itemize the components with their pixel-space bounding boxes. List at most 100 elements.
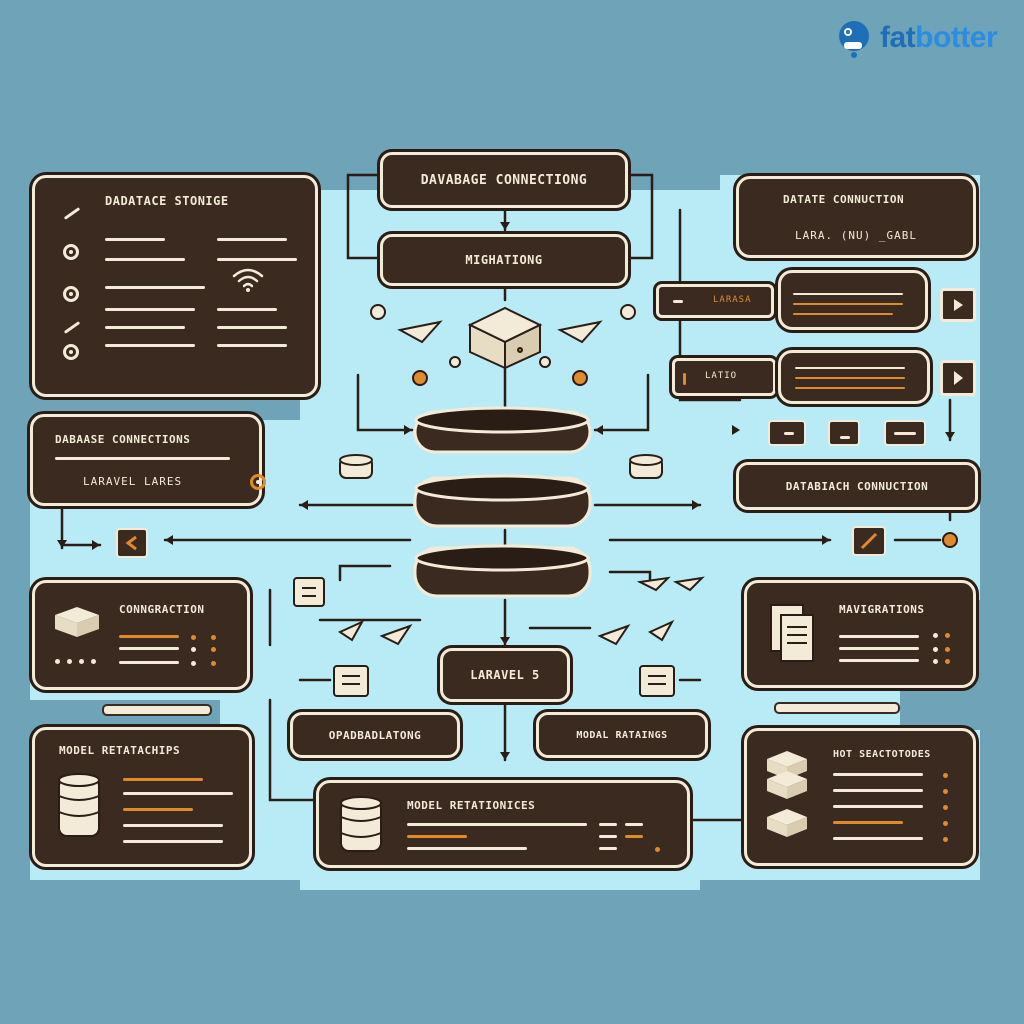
arrowhead — [692, 500, 700, 510]
data-connection-panel: DATATE CONNUCTION LARA. (NU) _GABL — [736, 176, 976, 258]
connector — [338, 564, 392, 582]
arrowhead — [595, 425, 603, 435]
play-chip — [940, 360, 976, 396]
connector — [678, 208, 742, 402]
migrations-pill: MIGHATIONG — [380, 234, 628, 286]
node-dot — [572, 370, 588, 386]
migrations-panel: MAVIGRATIONS — [744, 580, 976, 688]
model-relationships-bottom-panel: MODEL RETATIONICES — [316, 780, 690, 868]
arrowhead — [92, 540, 100, 550]
arrowhead — [500, 222, 510, 230]
panel-subtitle: LARA. (NU) _GABL — [795, 229, 917, 242]
arrowhead — [822, 535, 830, 545]
node-dot — [620, 304, 636, 320]
robot-icon — [839, 21, 869, 58]
arrowhead — [945, 432, 955, 440]
connector — [346, 173, 382, 260]
pill-label: OPADBADLATONG — [328, 728, 422, 742]
plane-icon — [557, 320, 603, 344]
panel-title: HOT SEACTOTODES — [833, 749, 931, 760]
bar-label: LATIO — [705, 371, 738, 381]
connector — [626, 173, 654, 260]
plane-icon — [647, 619, 675, 642]
node-dot — [412, 370, 428, 386]
status-bar-1: LARASA — [656, 284, 774, 318]
document-icon — [333, 665, 369, 697]
server-cubes-icon — [767, 751, 807, 799]
bar-label: LARASA — [713, 295, 752, 305]
panel-title: DADATACE STONIGE — [105, 194, 229, 208]
status-row-panel-1 — [778, 270, 928, 330]
panel-title: MODEL RETATIONICES — [407, 799, 536, 812]
documents-icon — [770, 604, 814, 662]
configuration-panel: CONNGRACTION — [32, 580, 250, 690]
chip — [828, 420, 860, 446]
back-chip — [116, 528, 148, 558]
arrowhead — [732, 425, 740, 435]
db-connections-pill: DAVABAGE CONNECTIONG — [380, 152, 628, 208]
database-connection-pill: DATABIACH CONNUCTION — [736, 462, 978, 510]
model-relationships-panel: MODEL RETATACHIPS — [32, 727, 252, 867]
status-bar-2: LATIO — [672, 358, 776, 396]
chip — [768, 420, 806, 446]
slash-icon — [63, 207, 81, 220]
node-dot — [942, 532, 958, 548]
storage-panel: DADATACE STONIGE — [32, 175, 318, 397]
op-pill: OPADBADLATONG — [290, 712, 460, 758]
arrowhead — [500, 752, 510, 760]
play-icon — [954, 299, 963, 311]
plane-icon — [337, 619, 365, 642]
pill-label: DATABIACH CONNUCTION — [785, 479, 929, 493]
small-db-icon — [339, 454, 373, 479]
connector — [593, 373, 650, 432]
divider-bar — [104, 706, 210, 714]
orange-node-icon — [250, 474, 266, 490]
divider-bar — [776, 704, 898, 712]
hot-panel: HOT SEACTOTODES — [744, 728, 976, 866]
plane-icon — [379, 624, 413, 646]
database-stack-icon — [413, 406, 592, 598]
arrowhead — [500, 637, 510, 645]
panel-title: MODEL RETATACHIPS — [59, 744, 181, 757]
plane-icon — [397, 320, 443, 344]
brand-name: fatbotter — [880, 21, 998, 54]
database-icon — [58, 773, 100, 837]
status-row-panel-2 — [778, 350, 930, 404]
wifi-icon — [232, 268, 264, 292]
node-dot — [539, 356, 551, 368]
small-db-icon — [629, 454, 663, 479]
connector — [268, 698, 317, 802]
laravel-pill: LARAVEL 5 — [440, 648, 570, 702]
edit-chip — [852, 526, 886, 556]
arrowhead — [300, 500, 308, 510]
panel-title: MAVIGRATIONS — [839, 603, 925, 616]
database-icon — [340, 796, 382, 852]
chevron-left-icon — [125, 535, 137, 551]
arrowhead — [57, 540, 67, 548]
connector — [608, 570, 652, 582]
chip — [884, 420, 926, 446]
radio-icon — [63, 344, 79, 360]
server-cube-icon — [767, 809, 807, 837]
panel-title: DABAASE CONNECTIONS — [55, 433, 191, 446]
play-chip — [940, 288, 976, 322]
plane-icon — [597, 624, 631, 646]
panel-subtitle: LARAVEL LARES — [83, 475, 183, 488]
arrowhead — [165, 535, 173, 545]
pill-label: MIGHATIONG — [465, 253, 543, 267]
plane-icon — [636, 576, 671, 592]
radio-icon — [63, 244, 79, 260]
node-dot — [449, 356, 461, 368]
plane-icon — [673, 576, 705, 592]
pill-label: DAVABAGE CONNECTIONG — [420, 172, 588, 188]
document-icon — [293, 577, 325, 607]
node-dot — [370, 304, 386, 320]
brand-logo: fatbotter — [834, 18, 998, 58]
model-ratings-pill: MODAL RATAINGS — [536, 712, 708, 758]
arrowhead — [404, 425, 412, 435]
play-icon — [954, 371, 963, 385]
panel-title: DATATE CONNUCTION — [783, 193, 905, 206]
radio-icon — [63, 286, 79, 302]
